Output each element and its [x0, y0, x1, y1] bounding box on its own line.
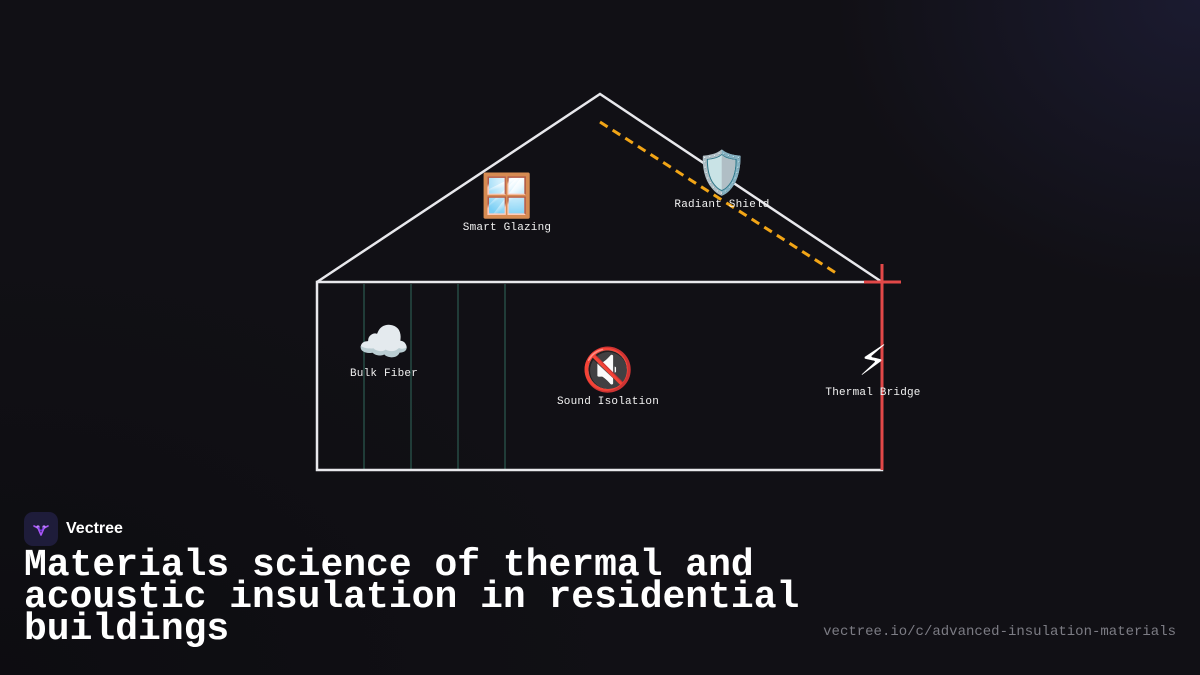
- feature-label: Radiant Shield: [674, 199, 770, 211]
- page-title: Materials science of thermal and acousti…: [24, 544, 800, 651]
- shield-icon: 🛡️: [695, 148, 749, 197]
- feature-label: Sound Isolation: [556, 396, 660, 408]
- muted-speaker-icon: 🔇: [581, 345, 635, 394]
- feature-label: Bulk Fiber: [349, 368, 419, 380]
- brand[interactable]: Vectree: [24, 512, 123, 546]
- feature-label: Thermal Bridge: [825, 387, 921, 399]
- feature-smart-glazing: 🪟 Smart Glazing: [462, 171, 552, 235]
- cloud-icon: ☁️: [357, 317, 411, 366]
- feature-label: Smart Glazing: [462, 222, 552, 234]
- house-illustration: 🪟 Smart Glazing 🛡️ Radiant Shield ☁️ Bul…: [315, 92, 921, 472]
- window-icon: 🪟: [480, 171, 534, 220]
- feature-bulk-fiber: ☁️ Bulk Fiber: [349, 317, 419, 381]
- house-roof: [316, 92, 883, 284]
- house-diagram: [315, 92, 901, 472]
- thermal-bridge-marker: [864, 264, 901, 470]
- lightning-icon: ⚡: [858, 336, 888, 385]
- radiant-barrier-line: [599, 120, 837, 275]
- fiber-batt-lines: [363, 284, 506, 469]
- brand-name: Vectree: [66, 520, 123, 537]
- feature-sound-isolation: 🔇 Sound Isolation: [556, 345, 660, 409]
- feature-thermal-bridge: ⚡ Thermal Bridge: [825, 336, 921, 400]
- vectree-logo-icon: [24, 512, 58, 546]
- page-url[interactable]: vectree.io/c/advanced-insulation-materia…: [823, 624, 1176, 640]
- feature-radiant-shield: 🛡️ Radiant Shield: [674, 148, 770, 212]
